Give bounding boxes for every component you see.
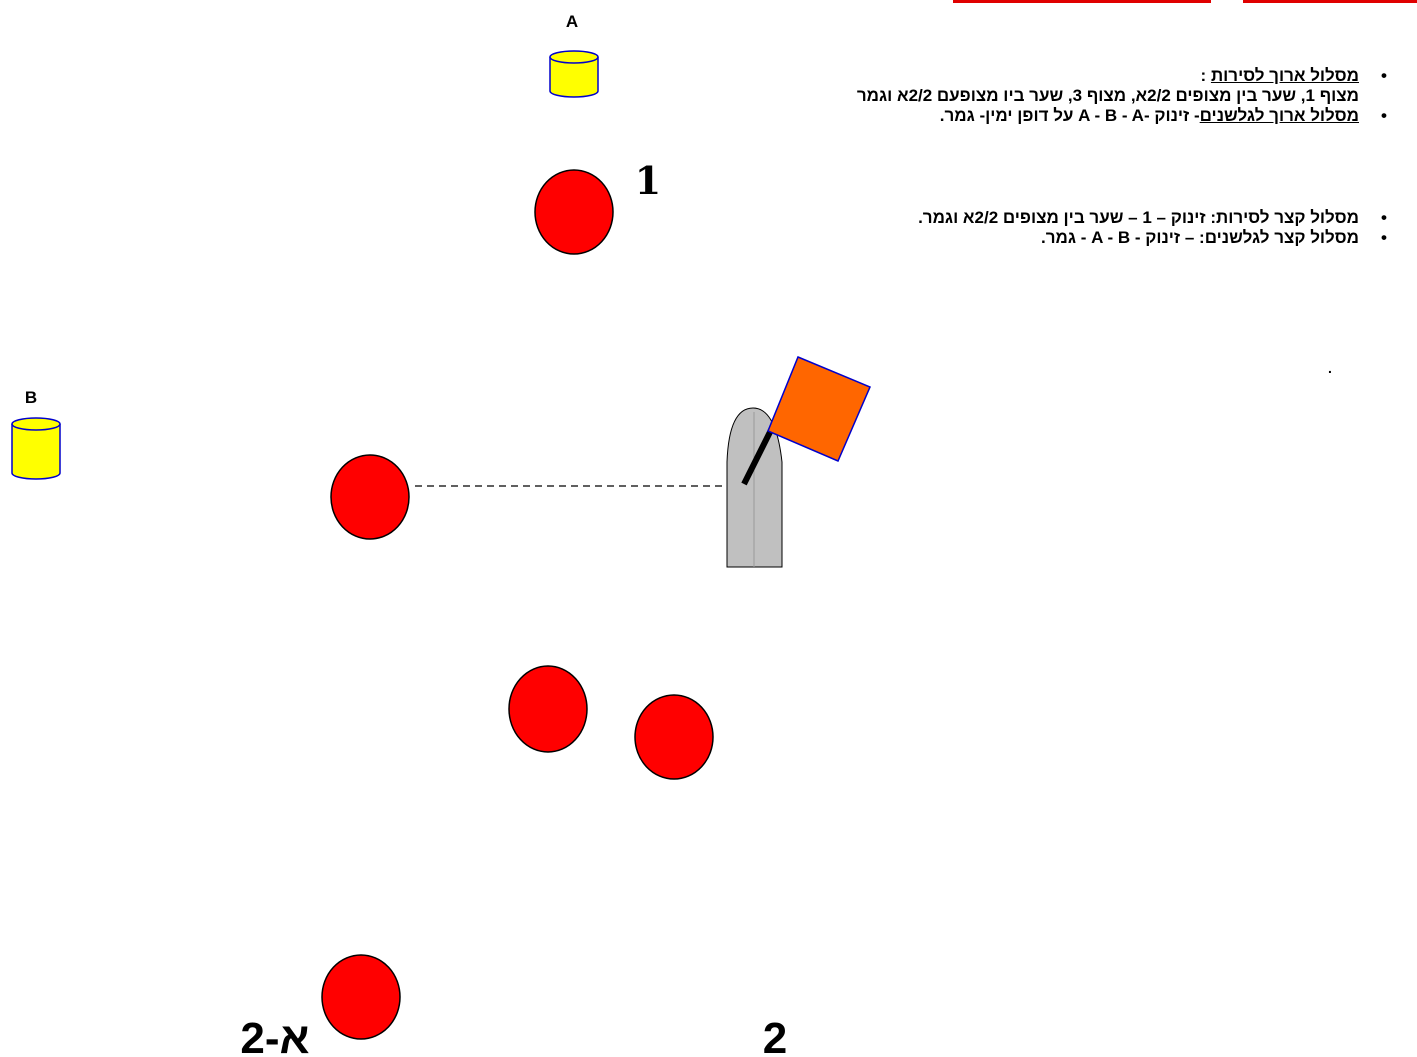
mark-1-circle [534, 169, 614, 255]
bullet-icon: • [1381, 66, 1387, 85]
bullet-icon: • [1381, 106, 1387, 125]
long-windsurf-title: מסלול ארוך לגלשנים [1199, 106, 1359, 125]
mark-2a-circle [321, 954, 401, 1040]
mark-3-circle [508, 665, 588, 753]
bullet-icon: • [1381, 208, 1387, 227]
course-instructions: • מסלול ארוך לסירות : מצוף 1, שער בין מצ… [499, 66, 1387, 248]
top-red-line-right [1243, 0, 1417, 3]
buoy-b-label: B [25, 388, 37, 407]
short-windsurf-row: • מסלול קצר לגלשנים: – זינוק - A - B - ג… [499, 228, 1387, 248]
short-boats-text: מסלול קצר לסירות: זינוק – 1 – שער בין מצ… [918, 208, 1359, 227]
dot-note: . [1328, 360, 1332, 376]
long-boats-row: • מסלול ארוך לסירות : [499, 66, 1387, 86]
start-line-mark-circle [330, 454, 410, 540]
buoy-a-label: A [566, 12, 578, 31]
committee-boat-icon [726, 407, 783, 568]
mark-2-label: 2 [763, 1014, 787, 1057]
short-windsurf-text: מסלול קצר לגלשנים: – זינוק - A - B - גמר… [1040, 228, 1359, 247]
spacer [499, 126, 1359, 208]
long-boats-detail: מצוף 1, שער בין מצופים 2/2א, מצוף 3, שער… [856, 86, 1359, 105]
bullet-icon: • [1381, 228, 1387, 247]
mark-2a-label: 2-א [240, 1014, 309, 1057]
orange-flag-icon [767, 356, 871, 462]
long-windsurf-row: • מסלול ארוך לגלשנים- זינוק -A - B - A ע… [499, 106, 1387, 126]
long-boats-detail-row: מצוף 1, שער בין מצופים 2/2א, מצוף 3, שער… [499, 86, 1359, 106]
top-red-line-left [953, 0, 1211, 3]
mark-1-label: 1 [635, 158, 661, 203]
long-boats-colon: : [1200, 66, 1211, 85]
short-boats-row: • מסלול קצר לסירות: זינוק – 1 – שער בין … [499, 208, 1387, 228]
mark-2-circle [634, 694, 714, 780]
long-boats-title: מסלול ארוך לסירות [1210, 66, 1359, 85]
buoy-a-icon [549, 50, 599, 98]
buoy-b-icon [11, 417, 61, 480]
long-windsurf-text: - זינוק -A - B - A על דופן ימין- גמר. [939, 106, 1200, 125]
